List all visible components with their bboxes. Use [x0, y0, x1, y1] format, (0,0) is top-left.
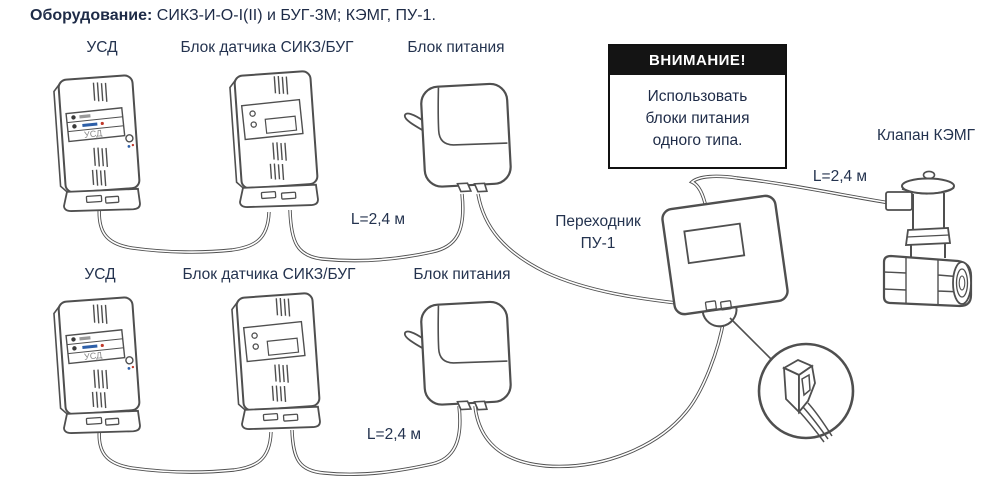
label-psu-top: Блок питания [407, 39, 505, 56]
valve-kemg-device [882, 170, 973, 308]
label-sensor-top: Блок датчика СИКЗ/БУГ [180, 39, 354, 56]
warning-line: Использовать [647, 88, 748, 105]
cable-sensor-to-psu-bottom [290, 405, 462, 476]
connector-detail [757, 342, 855, 443]
cables [97, 174, 891, 476]
warning-header: ВНИМАНИЕ! [610, 46, 785, 75]
warning-body: Использовать блоки питания одного типа. [610, 75, 785, 167]
cable-length-valve: L=2,4 м [812, 168, 868, 185]
page-title: Оборудование: СИКЗ-И-О-I(II) и БУГ-3М; К… [30, 7, 436, 25]
title-bold: Оборудование: [30, 7, 153, 24]
usd-sticker-label: УСД [84, 128, 103, 140]
psu-device-bottom [402, 299, 513, 415]
rj-plug-icon [782, 358, 833, 443]
label-usd-top: УСД [86, 39, 118, 56]
usd-device-top: УСД [52, 73, 143, 216]
adapter-label-line2: ПУ-1 [580, 235, 616, 252]
label-valve-kemg: Клапан КЭМГ [876, 127, 976, 144]
sensor-device-top [228, 69, 321, 212]
cable-psu-to-adapter-bottom [473, 317, 726, 469]
label-sensor-bottom: Блок датчика СИКЗ/БУГ [182, 266, 356, 283]
label-psu-bottom: Блок питания [413, 266, 511, 283]
cable-usd-to-sensor-top [97, 199, 271, 254]
cable-length-top: L=2,4 м [350, 211, 406, 228]
warning-box: ВНИМАНИЕ! Использовать блоки питания одн… [608, 44, 787, 169]
psu-device-top [402, 81, 513, 197]
cable-adapter-to-valve [688, 174, 891, 208]
title-rest: СИКЗ-И-О-I(II) и БУГ-3М; КЭМГ, ПУ-1. [152, 7, 436, 24]
label-usd-bottom: УСД [84, 266, 116, 283]
sensor-device-bottom [230, 291, 323, 434]
cable-usd-to-sensor-bottom [97, 423, 273, 474]
warning-line: блоки питания [645, 110, 750, 127]
usd-device-bottom: УСД [52, 295, 143, 438]
adapter-pu1-device [661, 194, 789, 328]
adapter-label-line1: Переходник [555, 213, 641, 230]
cable-length-bottom: L=2,4 м [366, 426, 422, 443]
usd-sticker-label: УСД [84, 350, 103, 362]
detail-pointer-line [729, 317, 773, 361]
cable-sensor-to-psu-top [288, 193, 465, 263]
warning-line: одного типа. [652, 132, 743, 149]
label-adapter-pu1: Переходник ПУ-1 [537, 211, 659, 255]
